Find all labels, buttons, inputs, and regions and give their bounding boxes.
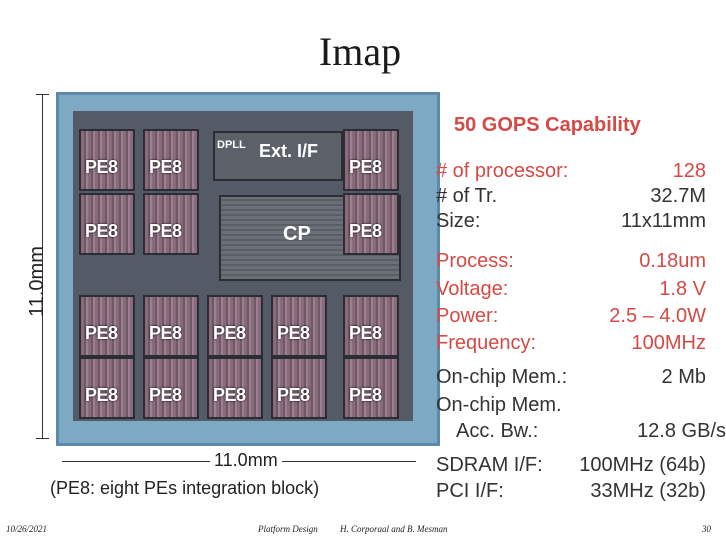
vertical-dimension-line (42, 94, 43, 438)
slide-title: Imap (318, 29, 402, 74)
pe8-label: PE8 (349, 157, 382, 177)
pe8-label: PE8 (149, 385, 182, 405)
pe8-block: PE8 (207, 295, 263, 357)
pe8-block: PE8 (343, 129, 399, 191)
pe8-block: PE8 (143, 357, 199, 419)
footer-page-number: 30 (702, 524, 711, 534)
pe8-block: PE8 (79, 193, 135, 255)
pe8-label: PE8 (85, 385, 118, 405)
spec-label: On-chip Mem.: (436, 366, 568, 388)
footer-date: 10/26/2021 (6, 524, 48, 534)
die-core: Ext. I/F DPLL CP PE8 PE8 PE8 PE8 PE8 PE8… (73, 111, 413, 421)
pe8-label: PE8 (349, 385, 382, 405)
cp-label: CP (283, 223, 311, 245)
ext-if-block: Ext. I/F (213, 131, 343, 181)
pe8-block: PE8 (143, 129, 199, 191)
spec-label: Voltage: (436, 278, 509, 300)
spec-value: 128 (672, 160, 706, 182)
spec-headline: 50 GOPS Capability (454, 114, 641, 136)
spec-value: 33MHz (32b) (590, 480, 706, 502)
spec-label: On-chip Mem. (436, 394, 562, 416)
vertical-dimension-cap-bottom (36, 438, 49, 439)
footer-authors: H. Corporaal and B. Mesman (340, 524, 448, 534)
pe8-block: PE8 (143, 193, 199, 255)
spec-label: Power: (436, 305, 499, 327)
pe8-label: PE8 (149, 157, 182, 177)
spec-label: Acc. Bw.: (456, 420, 539, 442)
pe8-block: PE8 (79, 129, 135, 191)
pe8-block: PE8 (343, 357, 399, 419)
pe8-label: PE8 (85, 221, 118, 241)
pe8-label: PE8 (85, 157, 118, 177)
pe8-block: PE8 (271, 295, 327, 357)
spec-value: 1.8 V (659, 278, 706, 300)
spec-label: SDRAM I/F: (436, 454, 543, 476)
spec-value: 32.7M (650, 185, 706, 207)
pe8-block: PE8 (343, 193, 399, 255)
vertical-dimension-label: 11.0mm (25, 246, 48, 317)
pe8-label: PE8 (213, 323, 246, 343)
spec-label: Process: (436, 250, 514, 272)
horizontal-dimension-label: 11.0mm (210, 450, 282, 471)
pe8-block: PE8 (143, 295, 199, 357)
spec-value: 100MHz (631, 332, 706, 354)
spec-value: 2 Mb (661, 366, 706, 388)
pe8-block: PE8 (343, 295, 399, 357)
spec-value: 100MHz (64b) (579, 454, 706, 476)
spec-label: # of processor: (436, 160, 569, 182)
pe8-block: PE8 (207, 357, 263, 419)
spec-value: 0.18um (639, 250, 706, 272)
figure-caption: (PE8: eight PEs integration block) (50, 478, 320, 498)
vertical-dimension-cap-top (36, 94, 49, 95)
pe8-label: PE8 (349, 221, 382, 241)
pe8-label: PE8 (149, 221, 182, 241)
ext-if-label: Ext. I/F (259, 141, 319, 161)
chip-figure: 11.0mm Ext. I/F DPLL CP PE8 PE8 PE8 PE8 … (26, 80, 440, 510)
pe8-label: PE8 (277, 385, 310, 405)
spec-label: Frequency: (436, 332, 537, 354)
spec-label: PCI I/F: (436, 480, 504, 502)
footer-course: Platform Design (258, 524, 318, 534)
pe8-label: PE8 (85, 323, 118, 343)
chip-die: Ext. I/F DPLL CP PE8 PE8 PE8 PE8 PE8 PE8… (56, 92, 440, 446)
pe8-label: PE8 (277, 323, 310, 343)
spec-value: 2.5 – 4.0W (609, 305, 706, 327)
pe8-block: PE8 (271, 357, 327, 419)
pe8-label: PE8 (149, 323, 182, 343)
pe8-label: PE8 (213, 385, 246, 405)
spec-value: 12.8 GB/s (637, 420, 726, 442)
pe8-label: PE8 (349, 323, 382, 343)
pe8-block: PE8 (79, 357, 135, 419)
dpll-label: DPLL (217, 139, 246, 151)
spec-value: 11x11mm (621, 210, 706, 232)
spec-label: # of Tr. (436, 185, 498, 207)
spec-label: Size: (436, 210, 481, 232)
pe8-block: PE8 (79, 295, 135, 357)
